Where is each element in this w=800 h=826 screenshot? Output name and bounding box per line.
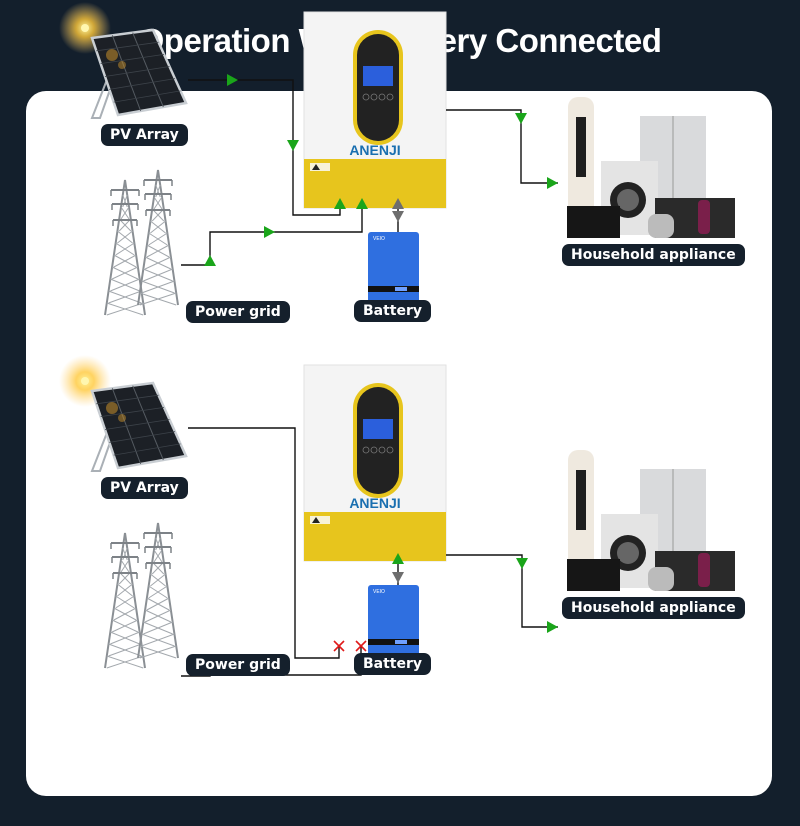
pv-blocked-mark [333,640,345,652]
inverter-icon: ANENJI [303,11,447,209]
household-appliance-icon [567,97,735,238]
grid-input-arrow [356,198,368,209]
battery-discharge-arrow [392,553,404,564]
battery-icon: VEIO [368,232,419,308]
grid-blocked-mark [355,640,367,652]
solar-panel-icon [90,28,188,119]
inverter-brand: ANENJI [349,142,400,158]
connection-wires [181,74,558,266]
pv-wire [188,427,340,659]
battery-charge-arrow [392,198,404,209]
load-flow-arrow [547,621,558,633]
grid-flow-arrow [204,255,216,266]
pv-flow-arrow [287,140,299,151]
battery-brand: VEIO [373,589,385,595]
household-appliance-label: Household appliance [562,597,745,619]
battery-icon: VEIO [368,585,419,661]
battery-label: Battery [354,653,432,675]
power-grid-label: Power grid [186,301,290,323]
load-wire [446,109,558,184]
grid-flow-arrow [264,226,275,238]
power-tower-icon [104,169,179,316]
power-tower-icon [104,522,179,669]
battery-link-arrow [392,572,404,583]
household-appliance-icon [567,450,735,591]
battery-label: Battery [354,300,432,322]
solar-panel-icon [90,381,188,472]
grid-wire [181,208,363,266]
battery-brand: VEIO [373,236,385,242]
load-wire [446,554,558,628]
load-flow-arrow [515,113,527,124]
load-flow-arrow [547,177,558,189]
power-grid-label: Power grid [186,654,290,676]
inverter-icon: ANENJI [303,364,447,562]
battery-discharge-arrow [392,211,404,222]
pv-input-arrow [334,198,346,209]
pv-wire [188,79,341,216]
diagram-svg: ANENJI VEIO [59,2,735,316]
pv-array-label: PV Array [101,124,188,146]
household-appliance-label: Household appliance [562,244,745,266]
inverter-brand: ANENJI [349,495,400,511]
pv-flow-arrow [227,74,238,86]
load-flow-arrow [516,558,528,569]
pv-array-label: PV Array [101,477,188,499]
diagram-svg: ANENJI VEIO [59,355,735,677]
